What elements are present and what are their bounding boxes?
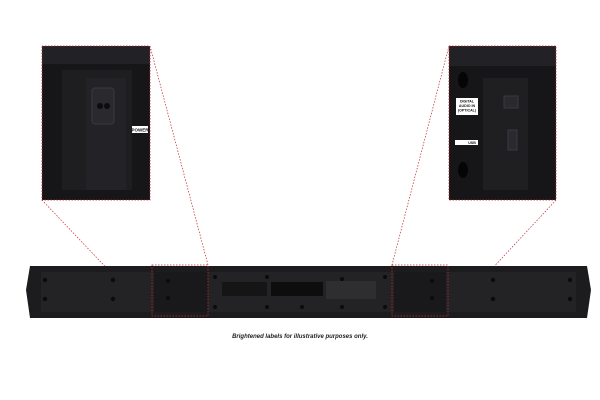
usb-port-icon: [507, 129, 518, 151]
power-label: POWER: [131, 128, 149, 133]
audio-in-label: AUDIO IN: [459, 104, 476, 108]
optical-port-icon: [503, 95, 519, 109]
optical-usb-port-inset: DIGITAL AUDIO IN (OPTICAL) USB: [448, 45, 557, 201]
disclaimer-caption: Brightened labels for illustrative purpo…: [232, 334, 368, 340]
power-port-inset: POWER: [41, 45, 151, 201]
usb-label: USB: [468, 141, 476, 145]
optical-label: (OPTICAL): [458, 109, 477, 113]
digital-label: DIGITAL: [460, 100, 475, 104]
soundbar-rear: [26, 264, 591, 318]
